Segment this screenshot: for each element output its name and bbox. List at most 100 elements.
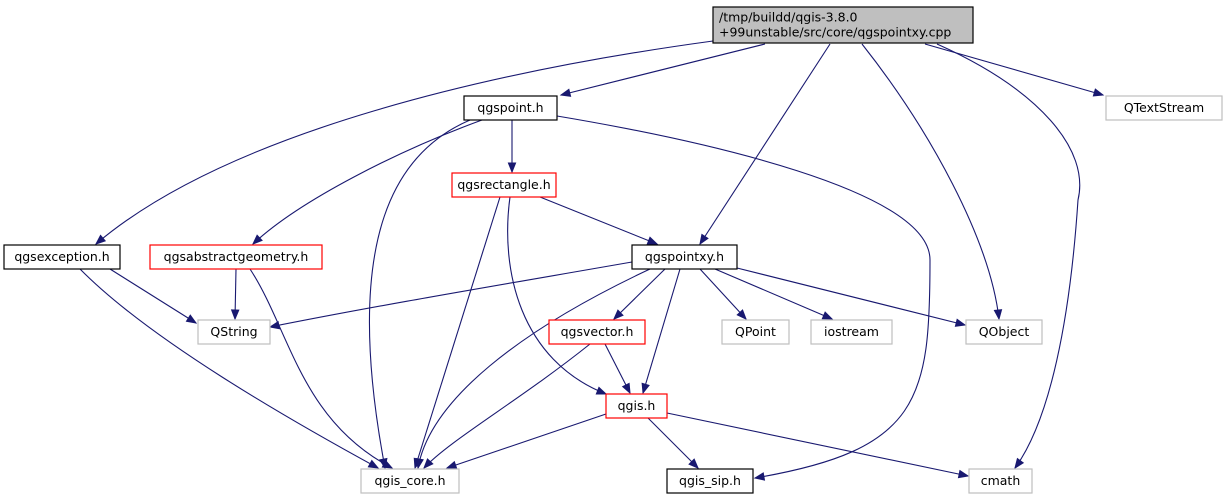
node-label: qgspoint.h <box>477 100 543 115</box>
edge-arrowhead <box>94 234 107 245</box>
edge-qgspointxy-to-iostream <box>714 268 834 320</box>
edge-arrowhead <box>268 320 281 330</box>
edge-line <box>613 268 666 320</box>
edge-line <box>368 119 471 469</box>
edge-arrowhead <box>954 318 967 327</box>
node-box <box>666 468 754 494</box>
edge-line <box>699 43 831 245</box>
edge-arrowhead <box>688 458 699 469</box>
node-label: QTextStream <box>1124 100 1204 115</box>
edge-arrowhead <box>445 460 458 470</box>
node-qgsvector[interactable]: qgsvector.h <box>548 319 646 345</box>
node-label: qgspointxy.h <box>645 249 724 264</box>
edge-line <box>642 268 681 394</box>
edge-qgis-to-qgis_core <box>445 413 607 470</box>
edge-root-to-cmath <box>936 43 1081 470</box>
node-label: qgsvector.h <box>561 324 634 339</box>
edge-line <box>699 268 747 320</box>
node-box <box>149 244 323 270</box>
edge-qgspoint-to-qgis_sip <box>556 115 931 481</box>
edge-arrowhead <box>252 234 263 245</box>
edge-arrowhead <box>621 382 631 395</box>
edge-qgsrectangle-to-qgis_core <box>413 196 501 470</box>
edge-line <box>666 412 969 477</box>
edge-line <box>736 267 966 326</box>
edge-qgspoint-to-qgsabstractgeometry <box>252 119 483 245</box>
edge-line <box>446 413 607 469</box>
node-label: /tmp/buildd/qgis-3.8.0 <box>719 10 858 25</box>
edge-line <box>647 417 699 469</box>
node-qgis[interactable]: qgis.h <box>605 393 668 419</box>
edge-line <box>79 268 379 469</box>
edges-layer <box>79 40 1105 481</box>
node-qgsrectangle[interactable]: qgsrectangle.h <box>451 172 557 198</box>
node-qstring: QString <box>197 319 271 345</box>
edge-qgsexception-to-qgis_core <box>79 268 380 469</box>
node-cmath: cmath <box>968 468 1033 494</box>
edge-arrowhead <box>699 233 709 246</box>
node-iostream: iostream <box>810 319 893 345</box>
edge-line <box>249 268 393 469</box>
node-root[interactable]: /tmp/buildd/qgis-3.8.0+99unstable/src/co… <box>712 6 974 44</box>
node-qgis_sip[interactable]: qgis_sip.h <box>666 468 754 494</box>
node-label: qgis_core.h <box>374 473 445 488</box>
edge-arrowhead <box>230 309 240 321</box>
edge-arrowhead <box>646 236 659 245</box>
edge-root-to-qobject <box>861 43 1003 321</box>
edge-arrowhead <box>381 459 394 469</box>
node-qgsexception[interactable]: qgsexception.h <box>3 244 121 270</box>
edge-arrowhead <box>1092 88 1105 97</box>
node-qgsabstractgeometry[interactable]: qgsabstractgeometry.h <box>149 244 323 270</box>
edge-arrowhead <box>559 88 572 97</box>
edge-arrowhead <box>641 382 650 395</box>
edge-root-to-qgspointxy <box>699 43 831 246</box>
edge-line <box>861 43 1000 320</box>
edge-line <box>423 343 591 469</box>
edge-arrowhead <box>736 309 747 320</box>
edge-arrowhead <box>993 309 1003 321</box>
edge-line <box>252 119 483 245</box>
node-label: qgsabstractgeometry.h <box>164 249 309 264</box>
edge-root-to-qgsexception <box>94 40 714 245</box>
node-label: qgsexception.h <box>14 249 109 264</box>
node-label: cmath <box>981 473 1021 488</box>
edge-line <box>269 261 633 328</box>
node-box <box>721 319 790 345</box>
edge-line <box>714 268 833 320</box>
node-label: iostream <box>824 324 879 339</box>
edge-arrowhead <box>507 162 517 174</box>
node-box <box>605 393 668 419</box>
node-box <box>712 6 974 44</box>
node-qtextstream: QTextStream <box>1105 95 1223 121</box>
edge-arrowhead <box>753 472 766 481</box>
edge-qgsexception-to-qstring <box>109 268 198 324</box>
node-box <box>463 95 558 121</box>
edge-qgspointxy-to-qgsvector <box>613 268 666 320</box>
edge-qgis-to-cmath <box>666 412 970 479</box>
edge-line <box>109 268 197 324</box>
node-box <box>1105 95 1223 121</box>
edge-arrowhead <box>1014 457 1025 470</box>
node-qpoint: QPoint <box>721 319 790 345</box>
edge-arrowhead <box>821 311 834 320</box>
node-qgspointxy[interactable]: qgspointxy.h <box>631 244 738 270</box>
node-box <box>965 319 1043 345</box>
node-qgspoint[interactable]: qgspoint.h <box>463 95 558 121</box>
edge-qgspointxy-to-qpoint <box>699 268 747 320</box>
edge-arrowhead <box>613 309 624 320</box>
edge-qgspoint-to-qgsrectangle <box>507 120 517 174</box>
edge-qgis-to-qgis_sip <box>647 417 699 469</box>
edge-arrowhead <box>595 386 608 395</box>
edge-arrowhead <box>423 458 434 469</box>
edge-line <box>95 40 714 245</box>
node-box <box>3 244 121 270</box>
node-label: QString <box>210 324 257 339</box>
edge-line <box>560 43 766 96</box>
edge-qgspointxy-to-qstring <box>268 261 633 330</box>
edge-qgspointxy-to-qobject <box>736 267 967 327</box>
edge-qgsabstractgeometry-to-qgis_core <box>249 268 394 469</box>
node-label: QPoint <box>735 324 776 339</box>
edge-qgspointxy-to-qgis_core <box>415 268 651 470</box>
node-qobject: QObject <box>965 319 1043 345</box>
